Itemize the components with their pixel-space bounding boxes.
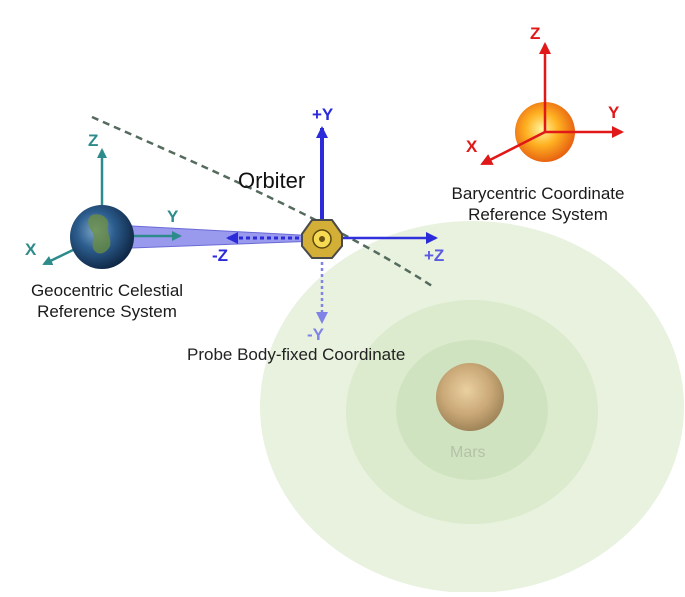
probe-plus-z-label: +Z [424, 246, 445, 265]
barycentric-axes [480, 42, 624, 166]
earth-landmass [88, 214, 111, 254]
gcrs-y-label: Y [167, 207, 179, 226]
orbiter-probe [301, 219, 343, 259]
bcrs-x-axis [480, 130, 546, 166]
mars-planet [436, 363, 504, 431]
gcrs-z-label: Z [88, 131, 99, 150]
probe-minus-z-label: -Z [212, 246, 229, 265]
gcrs-caption-line1: Geocentric Celestial [30, 281, 184, 300]
gcrs-caption: Geocentric Celestial Reference System [8, 280, 206, 322]
probe-axes [226, 126, 438, 324]
probe-caption: Probe Body-fixed Coordinate [187, 345, 406, 364]
bcrs-caption-line2: Reference System [468, 205, 608, 224]
bcrs-y-label: Y [608, 103, 620, 122]
bcrs-caption-line1: Barycentric Coordinate [451, 184, 625, 203]
bcrs-x-label: X [466, 137, 478, 156]
bcrs-caption: Barycentric Coordinate Reference System [420, 183, 656, 225]
orbit-trajectory [91, 115, 433, 288]
probe-plus-y-label: +Y [312, 105, 334, 124]
gcrs-x-label: X [25, 240, 37, 259]
mars-label: Mars [450, 444, 486, 461]
gcrs-caption-line2: Reference System [37, 302, 177, 321]
probe-minus-y-label: -Y [307, 325, 324, 344]
bcrs-z-label: Z [530, 24, 541, 43]
orbiter-title: Orbiter [238, 168, 306, 193]
